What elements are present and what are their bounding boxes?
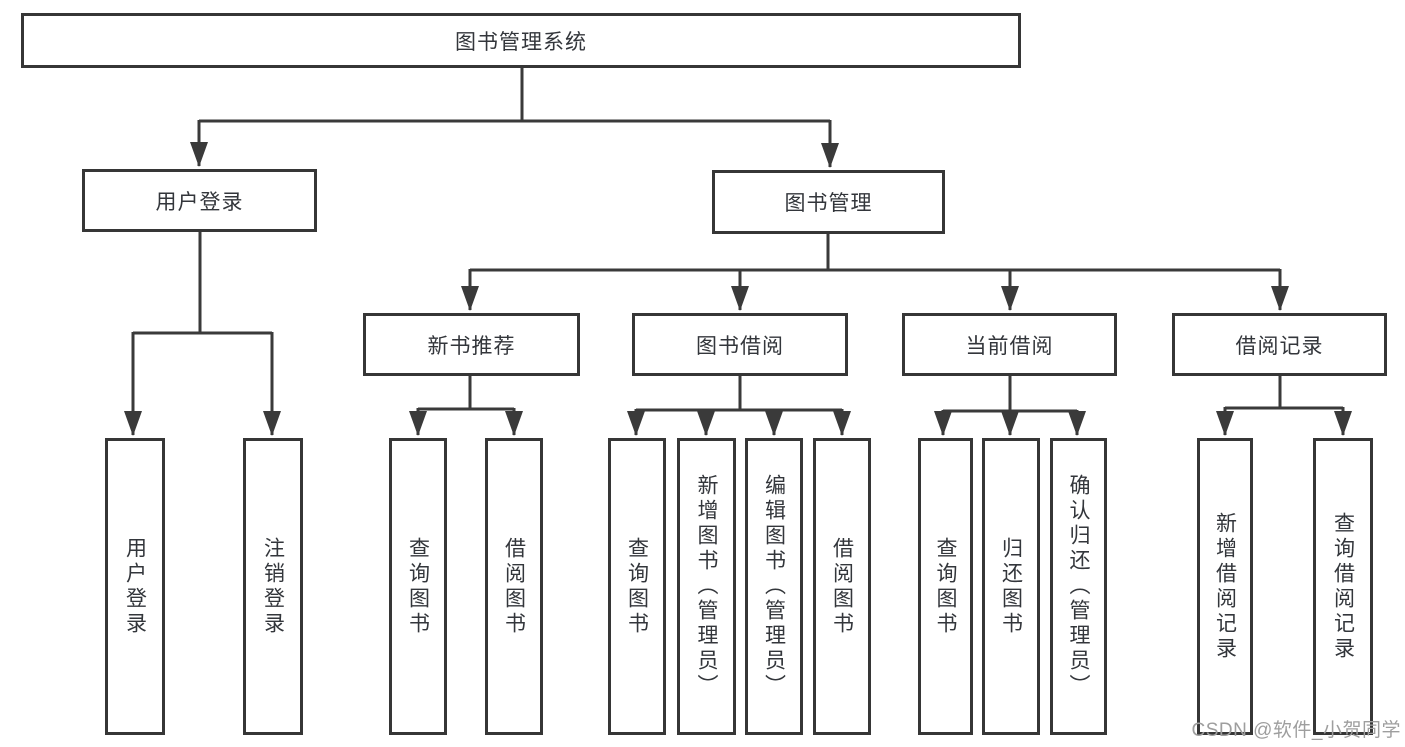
connector-group	[124, 68, 1352, 436]
node-user-login: 用户登录	[82, 169, 317, 232]
leaf-return-book: 归还图书	[982, 438, 1040, 735]
leaf-borrow-query-book: 查询图书	[608, 438, 666, 735]
leaf-borrow-query-book-label: 查询图书	[625, 536, 649, 637]
leaf-add-book-admin-label: 新增图书（管理员）	[695, 474, 718, 699]
leaf-add-borrow-record-label: 新增借阅记录	[1213, 511, 1237, 662]
leaf-edit-book-admin: 编辑图书（管理员）	[745, 438, 803, 735]
node-book-borrow-label: 图书借阅	[696, 334, 784, 358]
node-book-borrow: 图书借阅	[632, 313, 848, 376]
leaf-edit-book-admin-label: 编辑图书（管理员）	[762, 474, 786, 699]
leaf-logout-label: 注销登录	[261, 536, 285, 637]
leaf-borrow-book: 借阅图书	[813, 438, 871, 735]
node-root-label: 图书管理系统	[455, 30, 587, 54]
leaf-recommend-query-book-label: 查询图书	[406, 536, 430, 637]
leaf-recommend-borrow-book-label: 借阅图书	[502, 536, 526, 637]
node-current-borrow: 当前借阅	[902, 313, 1117, 376]
leaf-current-query-book-label: 查询图书	[934, 536, 957, 637]
node-user-login-label: 用户登录	[155, 190, 244, 214]
leaf-add-borrow-record: 新增借阅记录	[1197, 438, 1253, 735]
node-borrow-records-label: 借阅记录	[1235, 334, 1324, 358]
leaf-confirm-return-admin: 确认归还（管理员）	[1050, 438, 1107, 735]
leaf-logout: 注销登录	[243, 438, 303, 735]
node-current-borrow-label: 当前借阅	[965, 334, 1054, 358]
leaf-query-borrow-record: 查询借阅记录	[1313, 438, 1373, 735]
leaf-user-login: 用户登录	[105, 438, 165, 735]
csdn-watermark: CSDN @软件_小贺同学	[1191, 720, 1401, 741]
node-borrow-records: 借阅记录	[1172, 313, 1387, 376]
node-new-book-recommend: 新书推荐	[363, 313, 580, 376]
leaf-recommend-borrow-book: 借阅图书	[485, 438, 543, 735]
leaf-current-query-book: 查询图书	[918, 438, 973, 735]
leaf-recommend-query-book: 查询图书	[389, 438, 447, 735]
leaf-user-login-label: 用户登录	[123, 536, 147, 637]
leaf-add-book-admin: 新增图书（管理员）	[677, 438, 736, 735]
leaf-confirm-return-admin-label: 确认归还（管理员）	[1067, 474, 1090, 699]
node-new-book-recommend-label: 新书推荐	[427, 334, 516, 358]
node-book-management: 图书管理	[712, 170, 945, 234]
leaf-query-borrow-record-label: 查询借阅记录	[1331, 511, 1355, 662]
node-root: 图书管理系统	[21, 13, 1021, 68]
leaf-borrow-book-label: 借阅图书	[830, 536, 854, 637]
leaf-return-book-label: 归还图书	[999, 536, 1023, 637]
node-book-management-label: 图书管理	[784, 192, 873, 215]
